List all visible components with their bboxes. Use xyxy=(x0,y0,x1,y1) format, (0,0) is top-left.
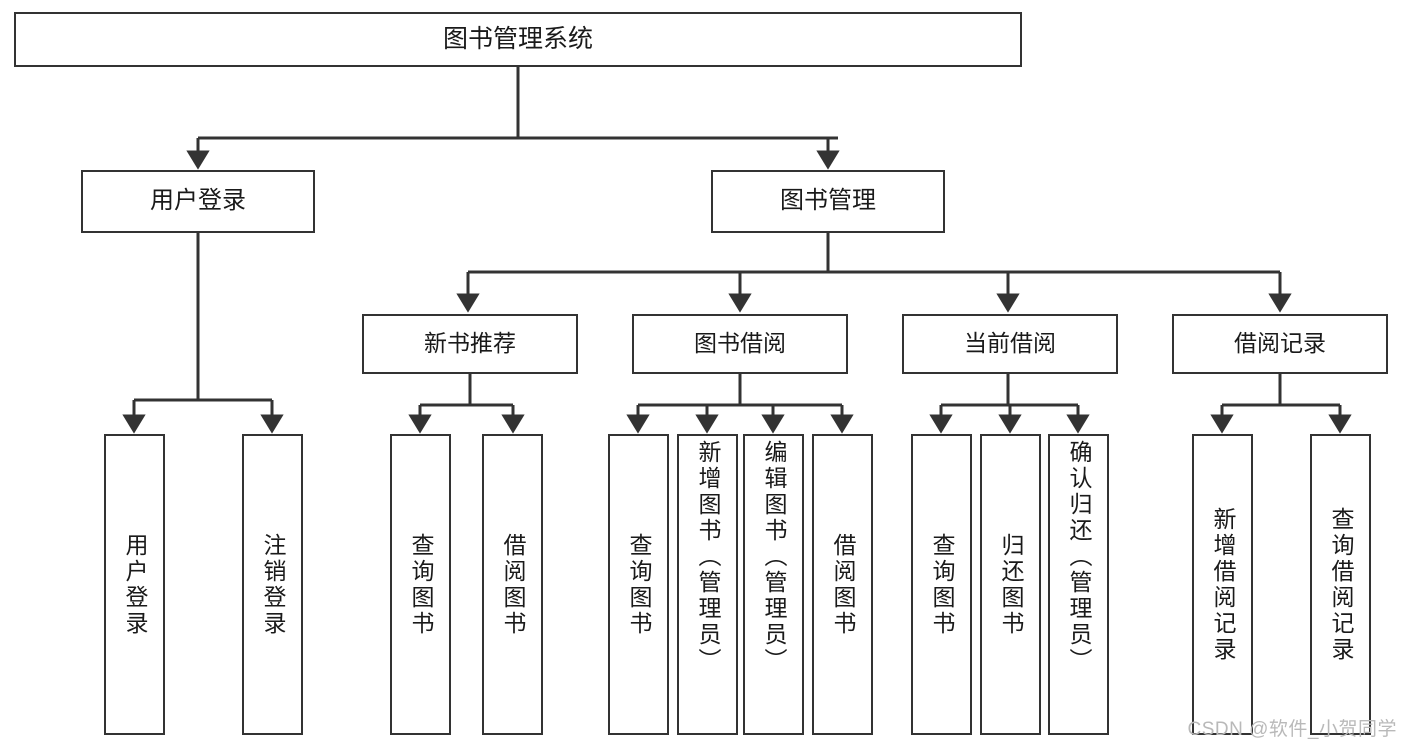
leaf-borrow-record-add-record[interactable]: 新增借阅记录 xyxy=(1192,434,1253,735)
node-current-borrow[interactable]: 当前借阅 xyxy=(902,314,1118,374)
node-new-book-recommend[interactable]: 新书推荐 xyxy=(362,314,578,374)
node-user-login[interactable]: 用户登录 xyxy=(81,170,315,233)
node-label: 确认归还（管理员） xyxy=(1066,440,1092,674)
leaf-user-login-login[interactable]: 用户登录 xyxy=(104,434,165,735)
leaf-book-borrow-borrow-book[interactable]: 借阅图书 xyxy=(812,434,873,735)
node-label: 新增借阅记录 xyxy=(1210,506,1236,663)
node-borrow-record[interactable]: 借阅记录 xyxy=(1172,314,1388,374)
leaf-new-book-borrow-book[interactable]: 借阅图书 xyxy=(482,434,543,735)
leaf-current-borrow-confirm-return-admin[interactable]: 确认归还（管理员） xyxy=(1048,434,1109,735)
node-label: 用户登录 xyxy=(122,532,148,637)
node-label: 借阅图书 xyxy=(830,532,856,637)
leaf-book-borrow-edit-book-admin[interactable]: 编辑图书（管理员） xyxy=(743,434,804,735)
node-label: 图书借阅 xyxy=(694,330,786,357)
node-label: 归还图书 xyxy=(998,532,1024,637)
csdn-watermark: CSDN @软件_小贺同学 xyxy=(1187,719,1397,740)
leaf-user-login-logout[interactable]: 注销登录 xyxy=(242,434,303,735)
leaf-new-book-query-book[interactable]: 查询图书 xyxy=(390,434,451,735)
node-label: 图书管理 xyxy=(780,187,876,215)
node-root-book-management-system[interactable]: 图书管理系统 xyxy=(14,12,1022,67)
node-label: 编辑图书（管理员） xyxy=(761,440,787,674)
node-label: 用户登录 xyxy=(150,187,246,215)
node-label: 查询图书 xyxy=(408,532,434,637)
node-label: 查询借阅记录 xyxy=(1328,506,1354,663)
node-book-borrow[interactable]: 图书借阅 xyxy=(632,314,848,374)
node-label: 图书管理系统 xyxy=(442,24,593,53)
leaf-borrow-record-query-record[interactable]: 查询借阅记录 xyxy=(1310,434,1371,735)
leaf-book-borrow-query-book[interactable]: 查询图书 xyxy=(608,434,669,735)
node-book-management[interactable]: 图书管理 xyxy=(711,170,945,233)
leaf-book-borrow-add-book-admin[interactable]: 新增图书（管理员） xyxy=(677,434,738,735)
node-label: 借阅记录 xyxy=(1234,330,1326,357)
node-label: 当前借阅 xyxy=(964,330,1056,357)
leaf-current-borrow-return-book[interactable]: 归还图书 xyxy=(980,434,1041,735)
node-label: 注销登录 xyxy=(260,532,286,637)
node-label: 借阅图书 xyxy=(500,532,526,637)
node-label: 新书推荐 xyxy=(424,330,516,357)
node-label: 新增图书（管理员） xyxy=(695,440,721,674)
leaf-current-borrow-query-book[interactable]: 查询图书 xyxy=(911,434,972,735)
node-label: 查询图书 xyxy=(929,532,955,637)
node-label: 查询图书 xyxy=(626,532,652,637)
